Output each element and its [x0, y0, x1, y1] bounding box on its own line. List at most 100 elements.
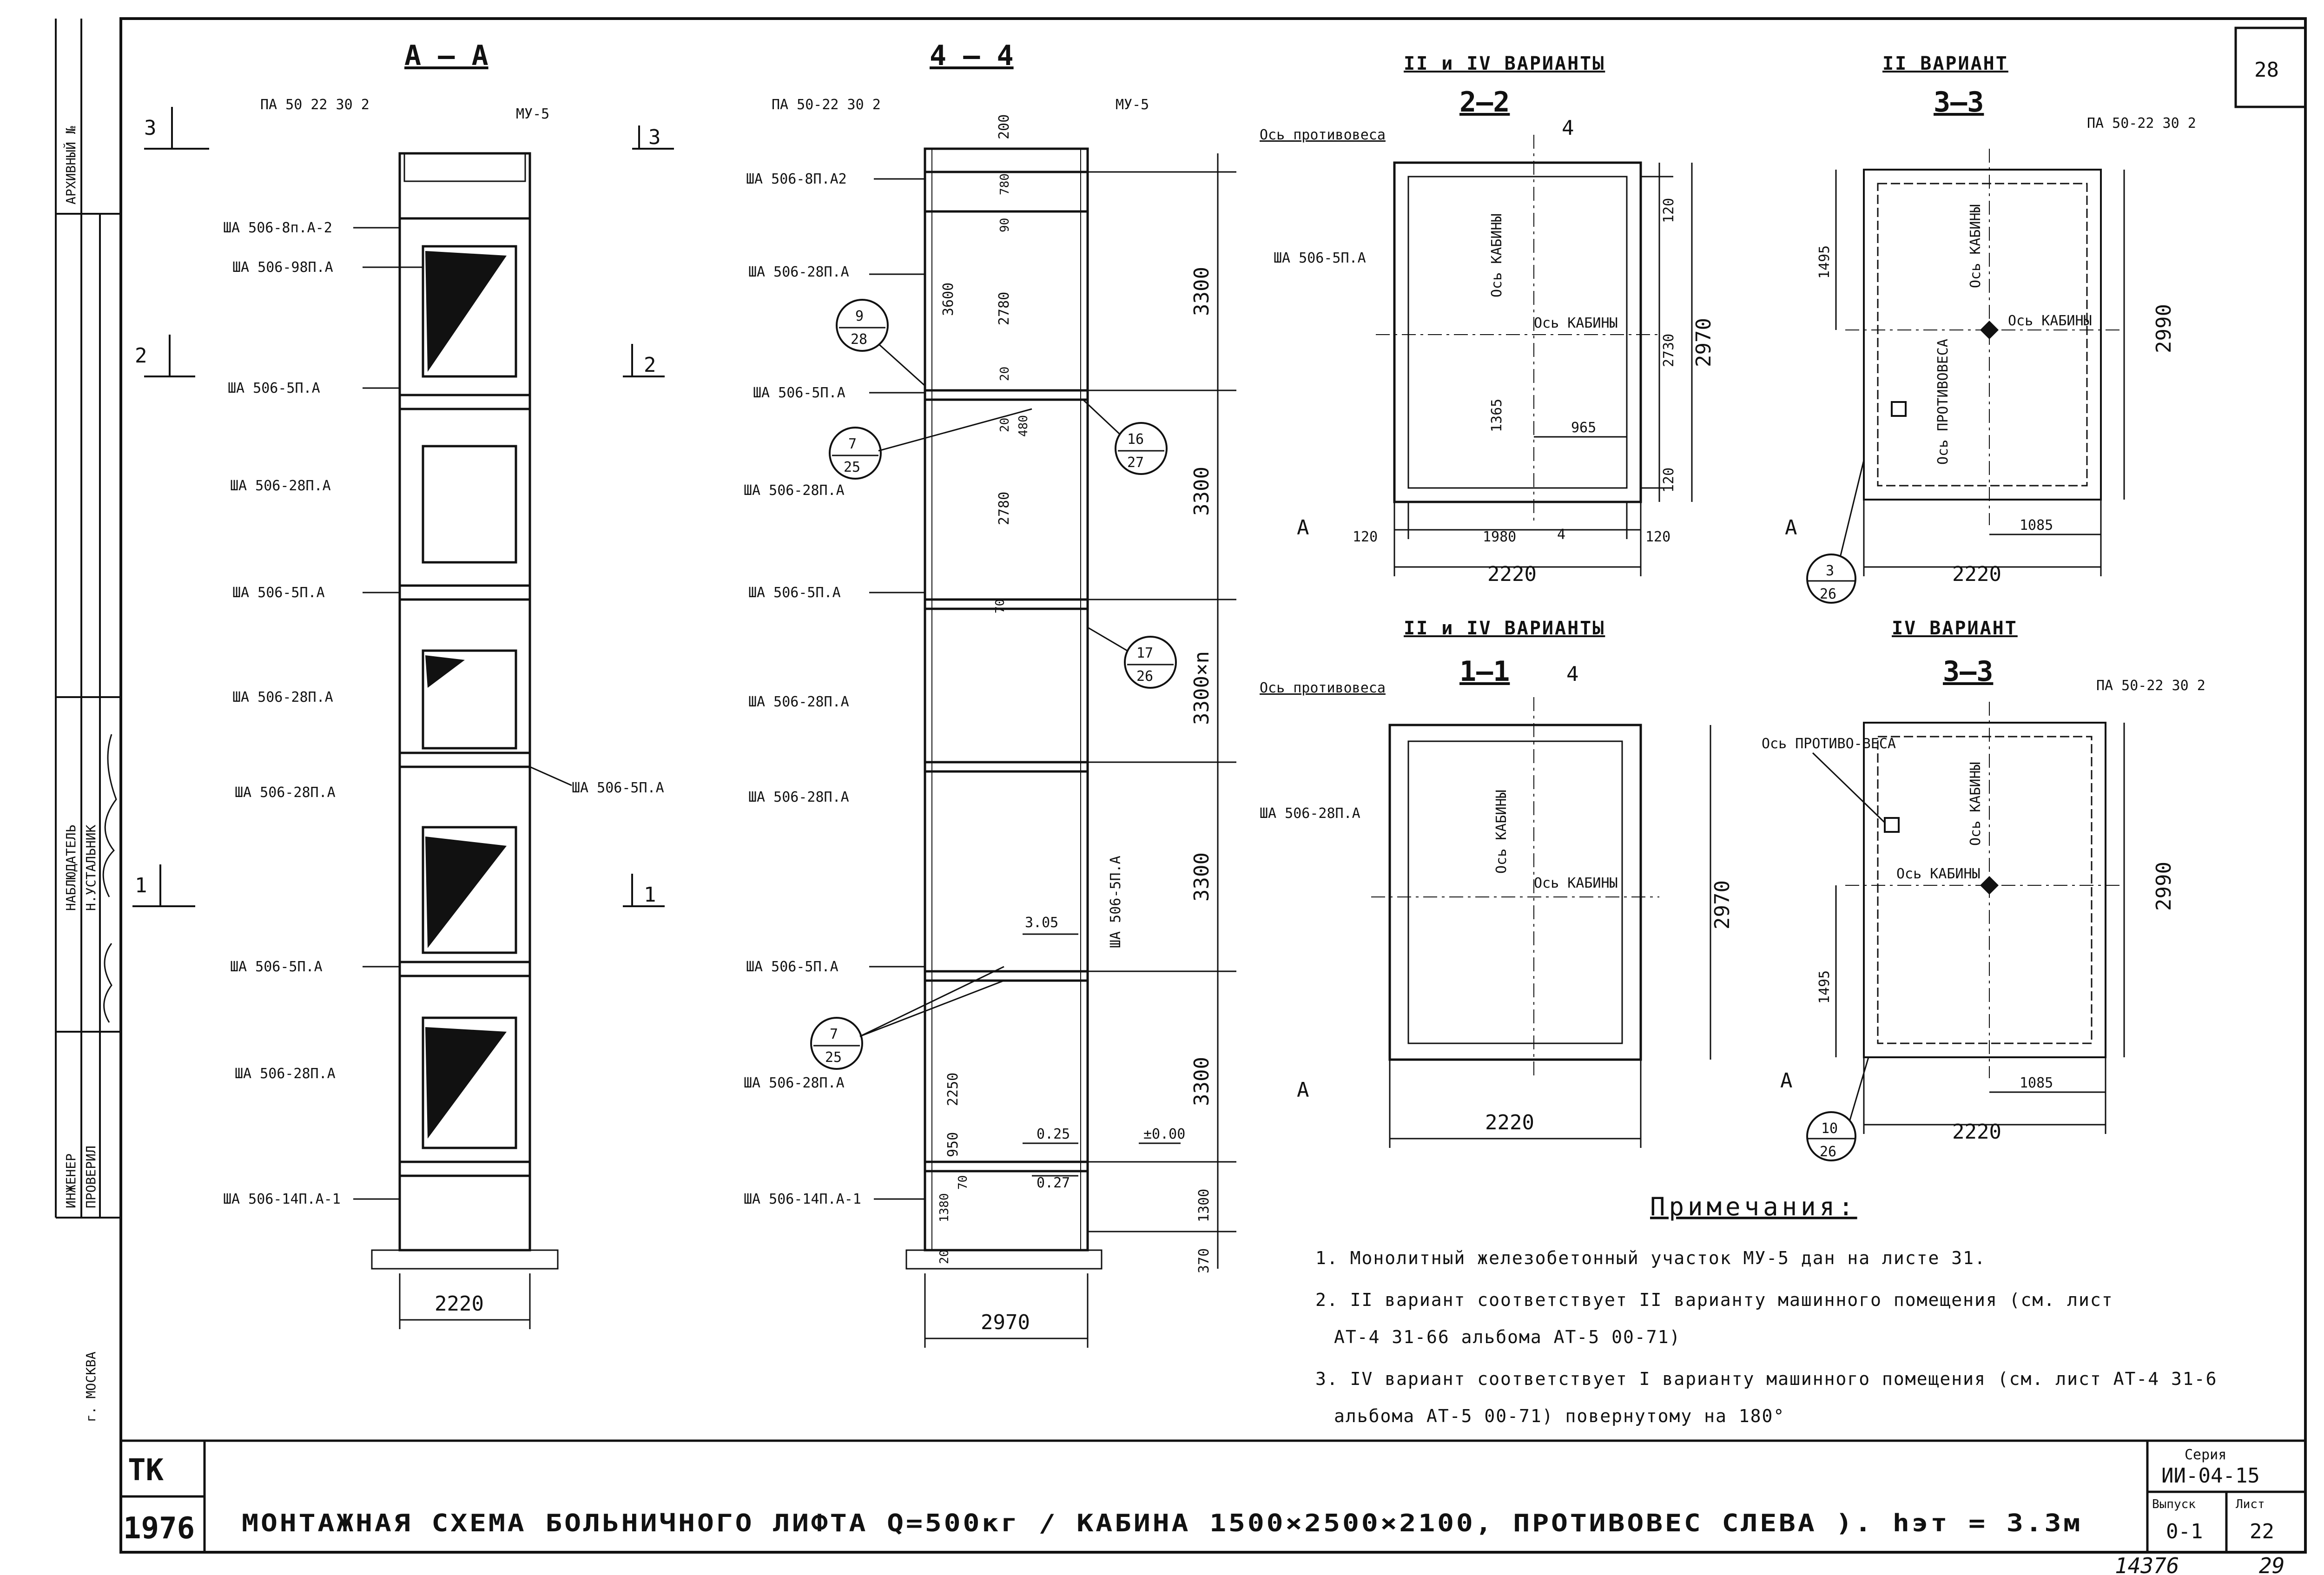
view-aa-label-5: ША 506-5П.А: [232, 585, 325, 601]
view-44-dim-small-6: 70: [993, 599, 1007, 613]
view-33ii-dim-1085: 1085: [2020, 517, 2053, 534]
view-44-dim-inner-3: 2780: [996, 292, 1012, 325]
view-aa-sec3-right: 3: [648, 125, 661, 149]
view-44-dim-small-7: 70: [956, 1175, 970, 1190]
handwritten-number: 14376: [2115, 1553, 2179, 1575]
view-aa-right-label: ША 506-5П.А: [572, 780, 664, 796]
view-22-mark4-bottom: 4: [1557, 527, 1565, 543]
view-44-top-panel: ПА 50-22 30 2: [772, 97, 881, 113]
view-aa-leaders: [353, 227, 572, 1200]
title-block-tk: ТК: [128, 1453, 164, 1488]
callout-num: 17: [1136, 645, 1153, 661]
view-aa-opening-fills: [425, 251, 507, 1139]
view-22-cw-axis: Ось противовеса: [1260, 127, 1386, 143]
view-aa-label-6: ША 506-28П.А: [232, 689, 333, 705]
view-22-dims: [1393, 163, 1693, 576]
view-33ii-dim-2220: 2220: [1952, 562, 2001, 586]
view-33iv-dim-2220: 2220: [1952, 1120, 2001, 1144]
title-block-sheet-value: 22: [2250, 1520, 2274, 1543]
callout-num: 16: [1127, 431, 1144, 448]
view-44-dim-small-5: 480: [1017, 415, 1030, 437]
view-44-mu: МУ-5: [1116, 97, 1149, 113]
callout-sheet: 26: [1820, 1144, 1836, 1160]
view-44-vert-label: ША 506-5П.А: [1108, 856, 1124, 948]
title-block-issue-value: 0-1: [2166, 1520, 2203, 1543]
view-33iv-header: IV ВАРИАНТ: [1892, 618, 2018, 639]
view-aa-sec2-left: 2: [135, 344, 147, 368]
view-44-shaft: [905, 147, 1103, 1270]
view-aa-sec3-left: 3: [144, 116, 157, 140]
signature-scribble-2: [103, 943, 112, 1023]
view-aa-top-panel: ПА 50 22 30 2: [260, 97, 370, 113]
view-33iv-dim-2990: 2990: [2152, 862, 2176, 911]
view-44-callout-9-28: 9 28: [836, 299, 926, 387]
view-22-title: 2—2: [1459, 86, 1510, 119]
view-44-dim-2970: [924, 1273, 1089, 1348]
view-44-callout-7-25-lower: 7 25: [810, 966, 1004, 1070]
note-line-3: АТ-4 31-66 альбома АТ-5 00-71): [1334, 1327, 1681, 1347]
handwritten-page: 29: [2259, 1553, 2284, 1575]
view-aa-label-4: ША 506-28П.А: [230, 478, 331, 494]
view-33iv-cab-axis2: Ось КАБИНЫ: [1896, 866, 1981, 882]
view-44-dim-right-6: 1300: [1196, 1189, 1212, 1222]
note-line-1: 1. Монолитный железобетонный участок МУ-…: [1315, 1248, 1986, 1268]
view-44-level-027: 0.27: [1037, 1175, 1070, 1191]
callout-num: 9: [855, 308, 864, 324]
view-22-mark4: 4: [1562, 116, 1574, 140]
view-33iv-dims: [1812, 723, 2125, 1134]
view-33iv-title: 3—3: [1943, 655, 1993, 688]
view-44-label-4: ША 506-28П.А: [744, 482, 845, 499]
view-aa-openings: [422, 245, 517, 1149]
notes-title: Примечания:: [1650, 1192, 1857, 1221]
view-22-dim-1365: 1365: [1489, 399, 1505, 432]
sheet-number-box: [2234, 26, 2307, 108]
view-44-width: 2970: [981, 1311, 1030, 1334]
view-44-label-2: ША 506-28П.А: [748, 264, 849, 280]
view-aa-sec2-right: 2: [644, 353, 656, 377]
view-22-dim-1980: 1980: [1483, 529, 1516, 545]
view-aa-label-2: ША 506-98П.А: [232, 259, 333, 276]
view-22-dim-120b: 120: [1661, 468, 1677, 493]
view-aa-label-10: ША 506-14П.А-1: [223, 1191, 341, 1207]
view-33iv-panel: ПА 50-22 30 2: [2096, 678, 2205, 694]
view-22-plan: [1376, 135, 1659, 521]
signature-role-1: НАБЛЮДАТЕЛЬ: [63, 825, 79, 911]
view-44-leaders: [869, 178, 925, 1200]
view-44-dim-inner-5: 2250: [945, 1073, 961, 1106]
view-22-cab-axis-v: Ось КАБИНЫ: [1489, 213, 1505, 297]
view-44-dim-inner-1: 200: [996, 114, 1012, 139]
view-44-label-10: ША 506-14П.А-1: [744, 1191, 861, 1207]
view-11-cw-axis: Ось противовеса: [1260, 680, 1386, 696]
view-aa-shaft: [371, 152, 559, 1270]
view-44-dim-right-2: 3300: [1190, 467, 1214, 516]
view-aa-label-7: ША 506-28П.А: [235, 784, 336, 801]
view-33iv-cab-axis: Ось КАБИНЫ: [1967, 762, 1984, 846]
view-22-arrow-a: А: [1297, 516, 1309, 540]
view-33ii-dim-2990: 2990: [2152, 304, 2176, 353]
view-44-dim-inner-4: 2780: [996, 492, 1012, 525]
view-44-level-025: 0.25: [1037, 1126, 1070, 1142]
view-11-cab-axis-v: Ось КАБИНЫ: [1493, 790, 1510, 874]
view-22-dim-120l: 120: [1353, 529, 1378, 545]
view-44-dim-right-1: 3300: [1190, 267, 1214, 316]
view-33ii-panel: ПА 50-22 30 2: [2087, 115, 2196, 132]
view-44-dim-small-1: 780: [998, 173, 1012, 195]
view-33ii-header: II ВАРИАНТ: [1882, 53, 2008, 74]
view-22-dim-120r: 120: [1645, 529, 1670, 545]
callout-sheet: 27: [1127, 455, 1144, 471]
view-33ii-title: 3—3: [1934, 86, 1984, 119]
sheet-number: 28: [2254, 58, 2279, 82]
view-22-dim-965: 965: [1571, 420, 1596, 436]
view-44-dim-inner-7: 1380: [938, 1193, 951, 1222]
view-33iv-cab-center-mark: [1980, 876, 1999, 895]
note-line-4: 3. IV вариант соответствует I варианту м…: [1315, 1369, 2217, 1389]
signature-role-3: ИНЖЕНЕР: [63, 1153, 79, 1208]
title-block: [121, 1439, 2305, 1552]
view-22-label-left: ША 506-5П.А: [1274, 250, 1366, 266]
view-33iv-callout: 10 26: [1806, 1057, 1869, 1161]
view-22-dim-2730: 2730: [1661, 334, 1677, 367]
view-33ii-cab-axis2: Ось КАБИНЫ: [2008, 313, 2092, 329]
callout-sheet: 28: [851, 331, 867, 348]
view-aa-label-1: ША 506-8п.А-2: [223, 220, 332, 236]
